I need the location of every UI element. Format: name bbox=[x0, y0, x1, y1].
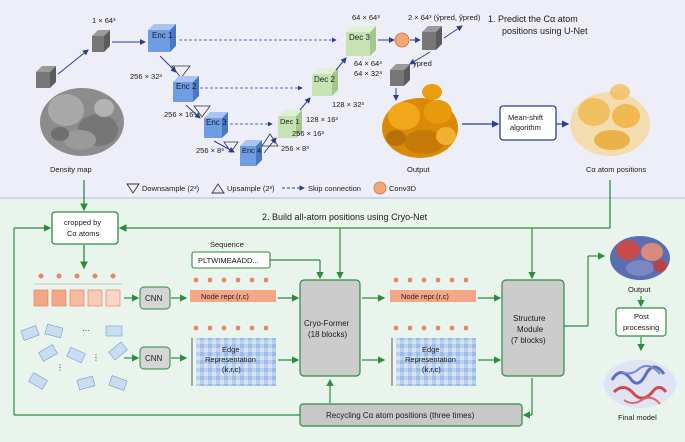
edge-repr-2: Edge Representation (k,r,c) bbox=[391, 325, 476, 386]
svg-text:Node repr.(r,c): Node repr.(r,c) bbox=[201, 292, 249, 301]
structure-module-box bbox=[501, 279, 565, 377]
svg-text:Enc 1: Enc 1 bbox=[152, 31, 173, 40]
dec3-size-b: 64 × 64³ bbox=[354, 59, 382, 68]
upsample-triangle bbox=[261, 133, 279, 147]
dec2-size: 128 × 32³ bbox=[332, 100, 364, 109]
conv3d-circle bbox=[394, 32, 410, 48]
cropped-label-1: cropped by bbox=[64, 218, 101, 227]
post-processing-box bbox=[615, 307, 667, 337]
decoder-block-3: Dec 3 bbox=[346, 26, 376, 56]
ypred-label: ŷpred bbox=[413, 59, 432, 68]
structure-label-1: Structure bbox=[513, 314, 546, 323]
mean-shift-label-2: algorithm bbox=[510, 123, 541, 132]
input-cube-left bbox=[36, 66, 56, 88]
svg-text:Dec 3: Dec 3 bbox=[349, 33, 370, 42]
svg-text:Dec 2: Dec 2 bbox=[314, 75, 335, 84]
cnn-box-2 bbox=[139, 346, 171, 370]
top-title: 1. Predict the Cα atom bbox=[488, 14, 578, 24]
node-repr-1: Node repr.(r,c) bbox=[190, 277, 276, 302]
output-label-top: Output bbox=[407, 165, 430, 174]
density-map-image bbox=[40, 88, 124, 156]
encoder-block-2: Enc 2 bbox=[173, 76, 199, 102]
dec1-size-c: 256 × 8³ bbox=[281, 144, 309, 153]
encoder-block-3: Enc 3 bbox=[204, 112, 228, 138]
edge-crops: ··· ⋮ ⋮ bbox=[20, 323, 128, 391]
svg-text:(k,r,c): (k,r,c) bbox=[422, 365, 441, 374]
cryo-former-box bbox=[299, 279, 361, 377]
mean-shift-label-1: Mean-shift bbox=[508, 113, 544, 122]
structure-label-3: (7 blocks) bbox=[511, 336, 546, 345]
edge-repr-1: Edge Representation (k,r,c) bbox=[191, 325, 276, 386]
svg-text:Enc 3: Enc 3 bbox=[206, 118, 227, 127]
legend-downsample: Downsample (2³) bbox=[142, 184, 200, 193]
dec1-size-a: 128 × 16³ bbox=[306, 115, 338, 124]
sequence-label: Sequence bbox=[210, 240, 244, 249]
enc1-size: 256 × 32³ bbox=[130, 72, 162, 81]
output-protein-image bbox=[610, 236, 670, 280]
svg-text:⋮: ⋮ bbox=[56, 363, 64, 372]
post-label-2: processing bbox=[623, 323, 659, 332]
legend: Downsample (2³) Upsample (2³) Skip conne… bbox=[126, 181, 417, 195]
node-crops bbox=[33, 273, 122, 307]
svg-text:⋮: ⋮ bbox=[92, 353, 100, 362]
cnn-label-1: CNN bbox=[145, 294, 163, 303]
cropped-box bbox=[51, 211, 119, 245]
dec3-size-a: 64 × 64³ bbox=[352, 13, 380, 22]
output-label-bottom: Output bbox=[628, 285, 651, 294]
mean-shift-box bbox=[499, 105, 557, 141]
svg-text:Representation: Representation bbox=[405, 355, 456, 364]
decoder-block-2: Dec 2 bbox=[312, 68, 338, 96]
input-size-label: 1 × 64³ bbox=[92, 16, 116, 25]
top-title-2: positions using U-Net bbox=[502, 26, 588, 36]
ca-positions-image bbox=[570, 84, 650, 156]
downsample-triangle-2 bbox=[193, 105, 211, 118]
svg-text:···: ··· bbox=[82, 326, 90, 335]
structure-label-2: Module bbox=[517, 325, 544, 334]
cryo-former-label-1: Cryo-Former bbox=[304, 319, 350, 328]
svg-text:Representation: Representation bbox=[205, 355, 256, 364]
cnn-label-2: CNN bbox=[145, 354, 163, 363]
encoder-block-4: Enc 4 bbox=[240, 140, 262, 166]
cryo-former-label-2: (18 blocks) bbox=[308, 330, 347, 339]
svg-text:(k,r,c): (k,r,c) bbox=[222, 365, 241, 374]
svg-text:Dec 1: Dec 1 bbox=[280, 117, 300, 126]
enc3-size: 256 × 8³ bbox=[196, 146, 224, 155]
encoder-block-1: Enc 1 bbox=[148, 24, 176, 52]
ypred-cube bbox=[390, 64, 410, 86]
input-cube bbox=[92, 30, 110, 52]
legend-upsample: Upsample (2³) bbox=[227, 184, 275, 193]
cropped-label-2: Cα atoms bbox=[67, 229, 100, 238]
output-cube bbox=[422, 26, 442, 50]
recycling-label: Recycling Cα atom positions (three times… bbox=[326, 411, 475, 420]
ca-positions-label: Cα atom positions bbox=[586, 165, 646, 174]
bottom-title: 2. Build all-atom positions using Cryo-N… bbox=[262, 212, 428, 222]
output-structure-image bbox=[382, 84, 458, 158]
enc2-size: 256 × 16³ bbox=[164, 110, 196, 119]
density-map-label: Density map bbox=[50, 165, 92, 174]
svg-text:Edge: Edge bbox=[222, 345, 240, 354]
legend-conv3d: Conv3D bbox=[389, 184, 417, 193]
final-model-label: Final model bbox=[618, 413, 657, 422]
final-model-image bbox=[604, 360, 676, 408]
dec1-size-b: 256 × 16³ bbox=[292, 129, 324, 138]
cnn-box-1 bbox=[139, 286, 171, 310]
output-size-label: 2 × 64³ (ŷpred, ỹpred) bbox=[408, 13, 481, 22]
svg-text:Enc 2: Enc 2 bbox=[176, 82, 197, 91]
node-repr-2: Node repr.(r,c) bbox=[390, 277, 476, 302]
svg-text:Node repr.(r,c): Node repr.(r,c) bbox=[401, 292, 449, 301]
dec3-size-c: 64 × 32³ bbox=[354, 69, 382, 78]
svg-text:Edge: Edge bbox=[422, 345, 440, 354]
post-label-1: Post bbox=[634, 312, 650, 321]
sequence-value: PLTWIMEAADD... bbox=[198, 256, 259, 265]
decoder-block-1: Dec 1 bbox=[278, 110, 302, 138]
legend-skip: Skip connection bbox=[308, 184, 361, 193]
top-panel bbox=[0, 0, 685, 198]
svg-text:Enc 4: Enc 4 bbox=[242, 146, 261, 155]
